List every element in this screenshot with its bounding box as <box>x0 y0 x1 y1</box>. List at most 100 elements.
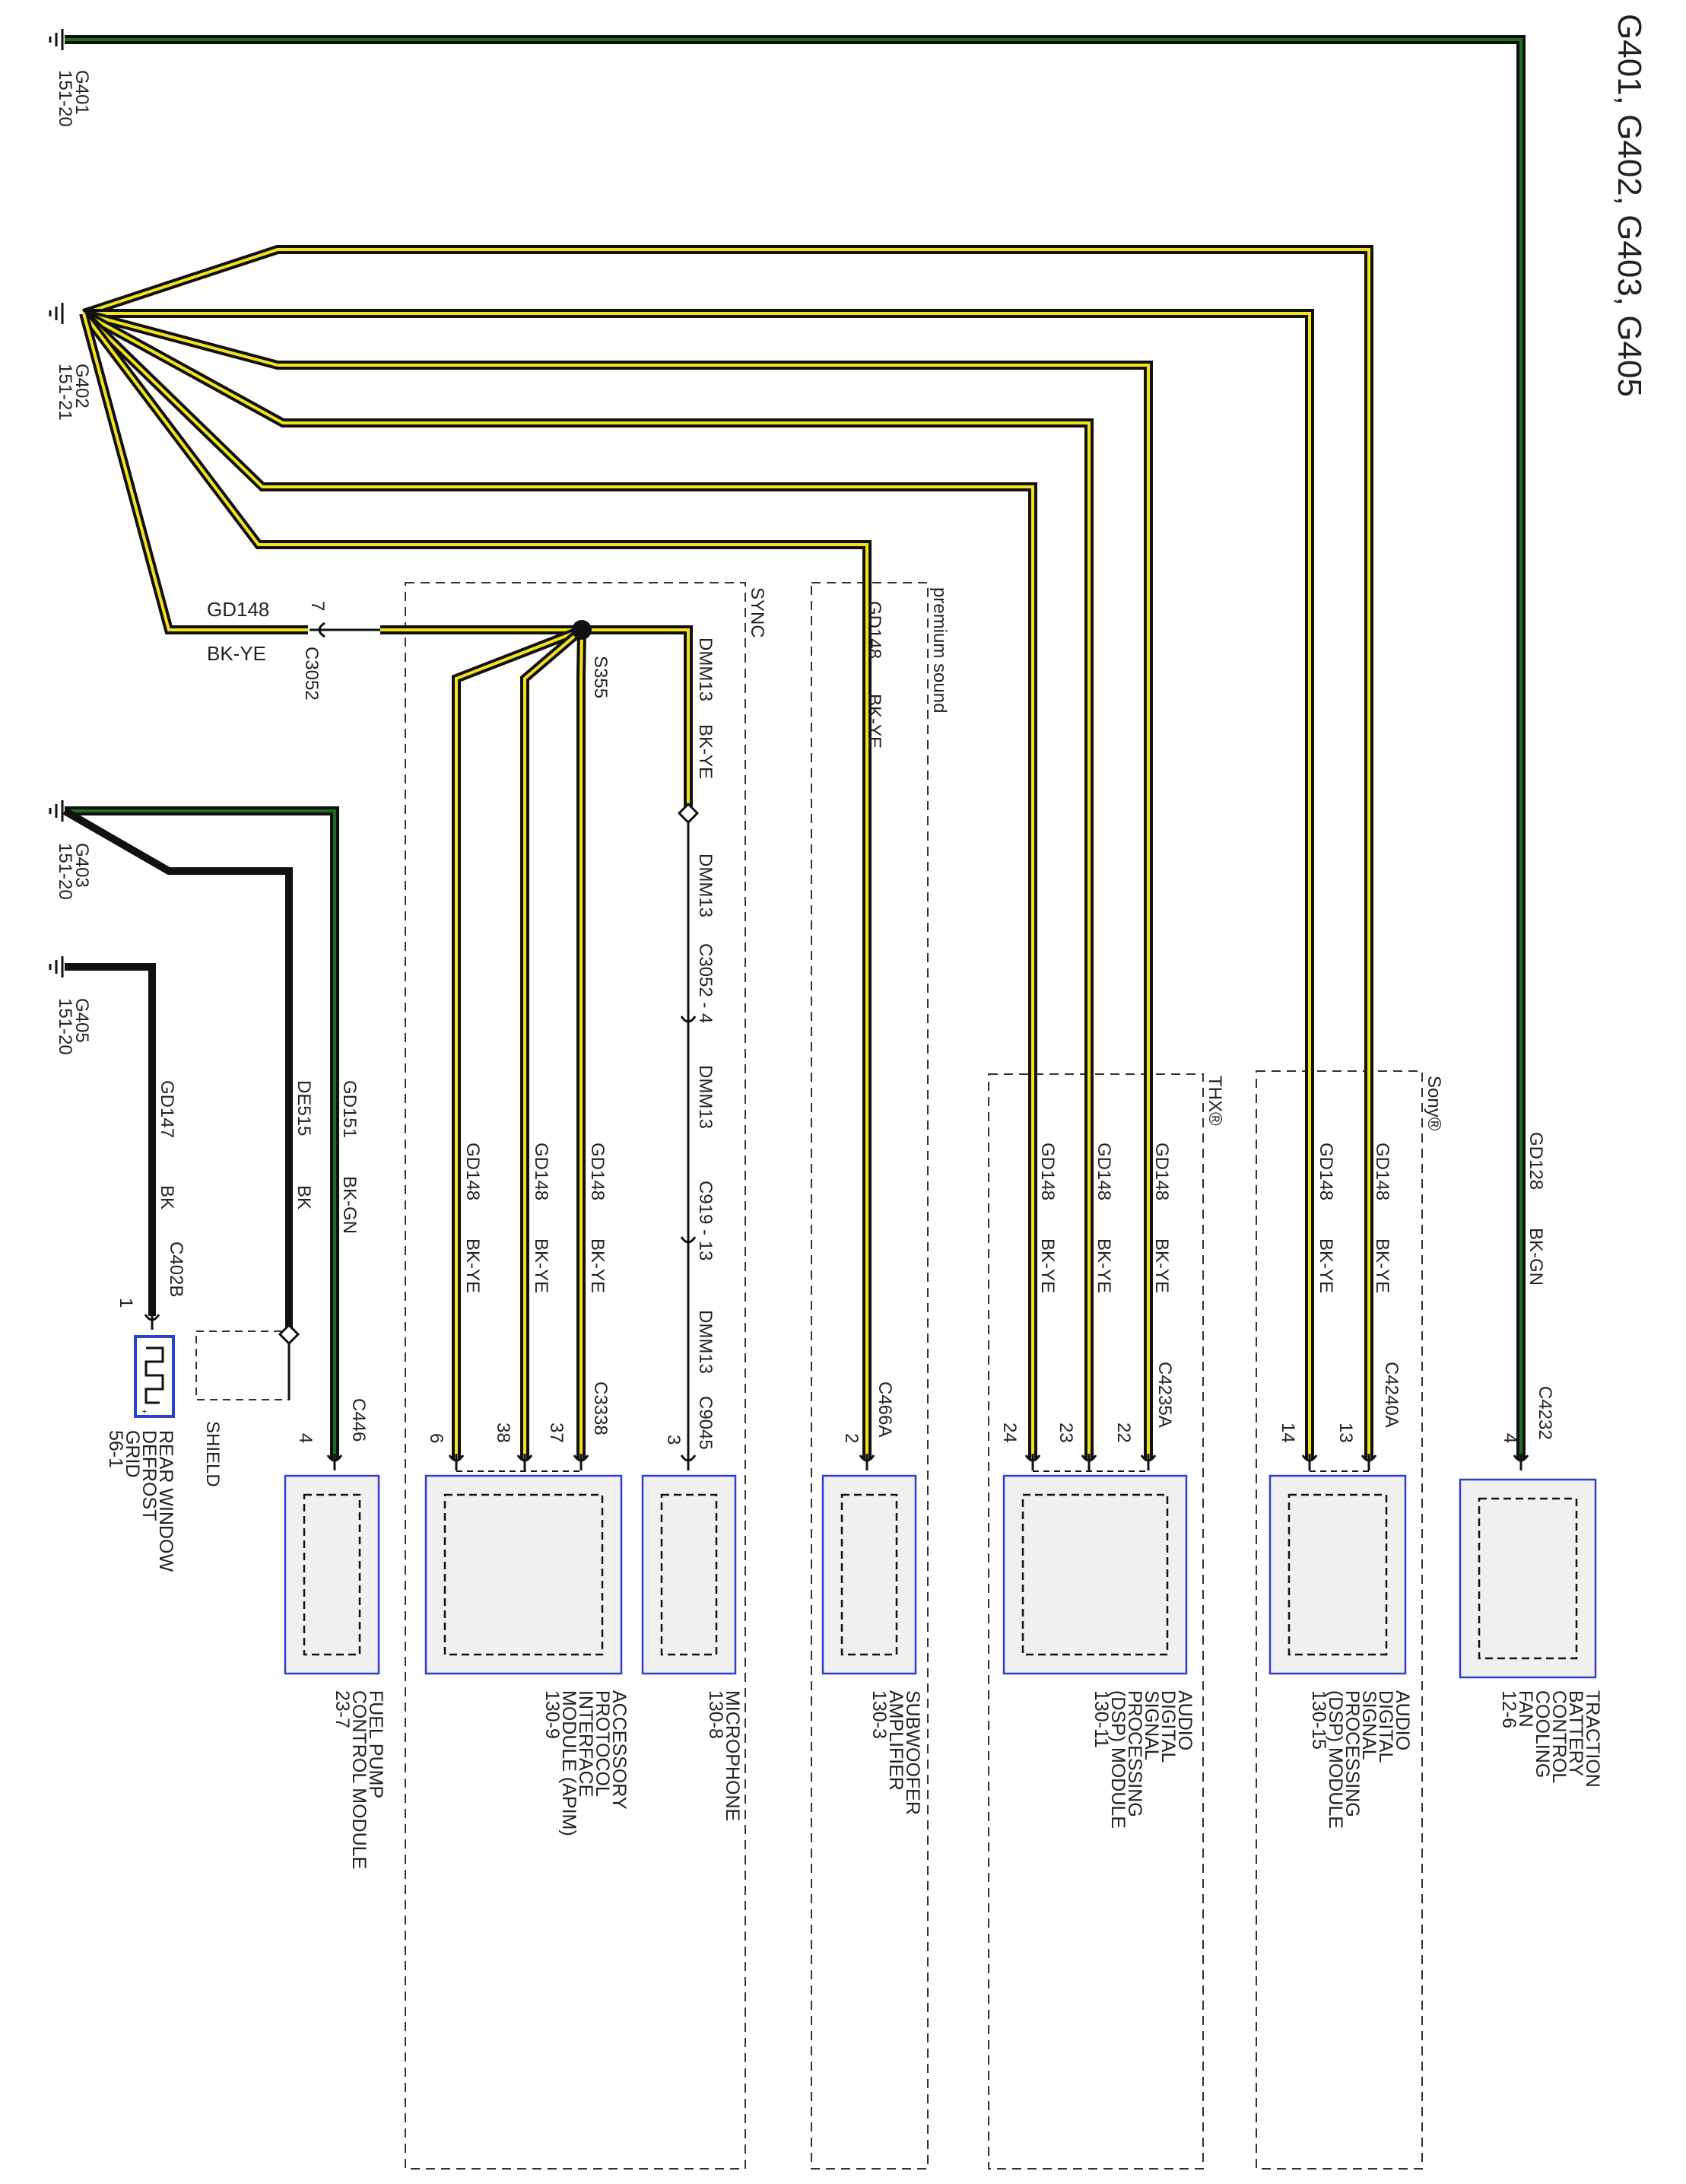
apim-wire-3-pin: 37 <box>546 1423 567 1443</box>
drain-shield-diamond <box>677 802 700 825</box>
wire-g402-thx-24 <box>80 310 1037 1459</box>
dsp-thx-module <box>1002 1474 1188 1675</box>
drain-connector-4: C9045 <box>695 1396 716 1450</box>
fan-pin: 4 <box>1500 1433 1520 1443</box>
trunk-circuit: GD148 <box>207 598 269 621</box>
fan-color: BK-GN <box>1526 1228 1546 1286</box>
dsp-sony-label-line-4: PROCESSING <box>1341 1690 1363 1817</box>
ground-g401-icon <box>49 29 64 50</box>
defrost-connector: C402B <box>166 1241 186 1297</box>
fan-label-line-6: 12-6 <box>1498 1690 1519 1728</box>
apim-label-line-2: PROTOCOL <box>592 1690 613 1797</box>
pin-connector-apim-37-icon <box>573 1452 589 1472</box>
pin-connector-sony-14-icon <box>1301 1452 1318 1472</box>
sync-group-label: SYNC <box>747 587 767 638</box>
drain-circuit-2: DMM13 <box>695 854 716 917</box>
wire-apim-37 <box>576 629 586 1459</box>
wire-g402-sony-14 <box>84 309 1314 1459</box>
drain-pin: 3 <box>663 1435 684 1445</box>
splice-s355-dot <box>572 620 592 640</box>
wires <box>62 35 1526 1459</box>
sony-wire-1-pin: 14 <box>1278 1423 1298 1443</box>
sony-connector: C4240A <box>1381 1362 1402 1428</box>
apim-connector: C3338 <box>590 1381 611 1435</box>
fuel-pin: 4 <box>295 1433 316 1443</box>
thx-wire-1-pin: 24 <box>999 1423 1020 1443</box>
subwoofer-module <box>821 1474 917 1675</box>
apim-module <box>424 1474 623 1675</box>
fuel-pump-module-label: FUEL PUMP CONTROL MODULE 23-7 <box>332 1690 386 1869</box>
microphone-module <box>641 1474 737 1675</box>
drain-color-1: BK-YE <box>695 724 716 779</box>
dsp-thx-label-line-4: PROCESSING <box>1124 1690 1145 1817</box>
subwoofer-label-line-3: 130-3 <box>868 1690 890 1739</box>
dsp-sony-label-line-6: 130-15 <box>1308 1690 1329 1750</box>
wire-g405-defrost <box>65 963 156 1316</box>
defrost-grid-icon: + <box>134 1335 175 1418</box>
ground-g402-name: G402 <box>71 364 92 409</box>
apim-label-line-3: INTERFACE <box>575 1690 596 1797</box>
defrost-label-line-2: DEFROST <box>138 1430 160 1521</box>
ground-symbols <box>49 29 64 978</box>
apim-module-label: ACCESSORY PROTOCOL INTERFACE MODULE (API… <box>541 1690 630 1836</box>
dsp-thx-label-line-1: AUDIO <box>1174 1690 1195 1750</box>
pin-connector-apim-38-icon <box>516 1452 533 1472</box>
fan-label-line-4: COOLING <box>1532 1690 1553 1778</box>
defrost-circuit: GD147 <box>157 1080 177 1138</box>
fuel-pump-label-line-3: 23-7 <box>332 1690 353 1728</box>
ground-g403-icon <box>49 800 64 822</box>
premium-sound-group-label: premium sound <box>929 587 950 713</box>
pin-connector-defrost-icon <box>144 1311 160 1331</box>
wire-g402-sony-13 <box>82 245 1373 1459</box>
ground-g403-name: G403 <box>71 843 92 888</box>
sony-wire-2-color: BK-YE <box>1372 1238 1392 1293</box>
ground-g401-name: G401 <box>71 70 92 115</box>
fan-label-line-1: TRACTION <box>1582 1690 1603 1788</box>
pin-connector-thx-22-icon <box>1140 1452 1157 1472</box>
pin-connector-mic-icon <box>680 1452 697 1472</box>
thx-wire-3-pin: 22 <box>1113 1423 1134 1443</box>
apim-wire-1-circuit: GD148 <box>462 1143 483 1200</box>
wire-g402-premium <box>80 310 872 1459</box>
fan-label-line-2: BATTERY <box>1565 1690 1586 1776</box>
wire-apim-38 <box>520 626 585 1459</box>
wire-drain-top <box>582 625 693 806</box>
wire-apim-6 <box>452 625 584 1459</box>
subwoofer-module-label: SUBWOOFER AMPLIFIER 130-3 <box>868 1690 923 1815</box>
thx-group-box <box>988 1073 1204 2170</box>
defrost-color: BK <box>157 1185 177 1210</box>
defrost-module-label: REAR WINDOW DEFROST GRID 56-1 <box>105 1430 176 1572</box>
premium-color: BK-YE <box>864 694 884 749</box>
apim-label-line-5: 130-9 <box>541 1690 563 1739</box>
microphone-label-line-1: MICROPHONE <box>722 1690 743 1821</box>
shield-circuit: DE515 <box>294 1080 314 1136</box>
sony-wire-2-circuit: GD148 <box>1372 1143 1392 1200</box>
dsp-sony-label-line-3: SIGNAL <box>1358 1690 1380 1760</box>
defrost-label-line-3: GRID <box>122 1430 143 1478</box>
apim-wire-3-circuit: GD148 <box>587 1143 608 1200</box>
fan-circuit: GD128 <box>1526 1132 1546 1190</box>
thx-connector: C4235A <box>1154 1362 1175 1428</box>
dsp-thx-label-line-2: DIGITAL <box>1157 1690 1179 1763</box>
ground-g405-name: G405 <box>71 998 92 1043</box>
pin-connectors <box>144 1311 1529 1472</box>
fuel-color: BK-GN <box>339 1176 360 1234</box>
sony-wire-1-color: BK-YE <box>1316 1238 1336 1293</box>
sony-wire-1-circuit: GD148 <box>1316 1143 1336 1200</box>
premium-pin: 2 <box>841 1433 862 1443</box>
thx-wire-2-color: BK-YE <box>1094 1238 1114 1293</box>
defrost-label-line-1: REAR WINDOW <box>155 1430 176 1572</box>
fuel-pump-module <box>284 1474 380 1675</box>
sony-wire-2-pin: 13 <box>1335 1423 1356 1443</box>
dsp-sony-label-line-1: AUDIO <box>1392 1690 1413 1750</box>
apim-wire-1-pin: 6 <box>426 1433 446 1443</box>
premium-connector: C466A <box>875 1381 895 1437</box>
wire-g402-thx-22 <box>82 309 1153 1459</box>
ground-g402-ref: 151-21 <box>55 364 75 421</box>
shield-diamond <box>278 1323 300 1346</box>
page-title: G401, G402, G403, G405 <box>1611 14 1648 397</box>
pin-connector-fuel-icon <box>326 1452 343 1472</box>
labels: G401, G402, G403, G405 G401 151-20 G402 … <box>55 14 1648 1869</box>
dsp-thx-label-line-6: 130-11 <box>1091 1690 1112 1748</box>
